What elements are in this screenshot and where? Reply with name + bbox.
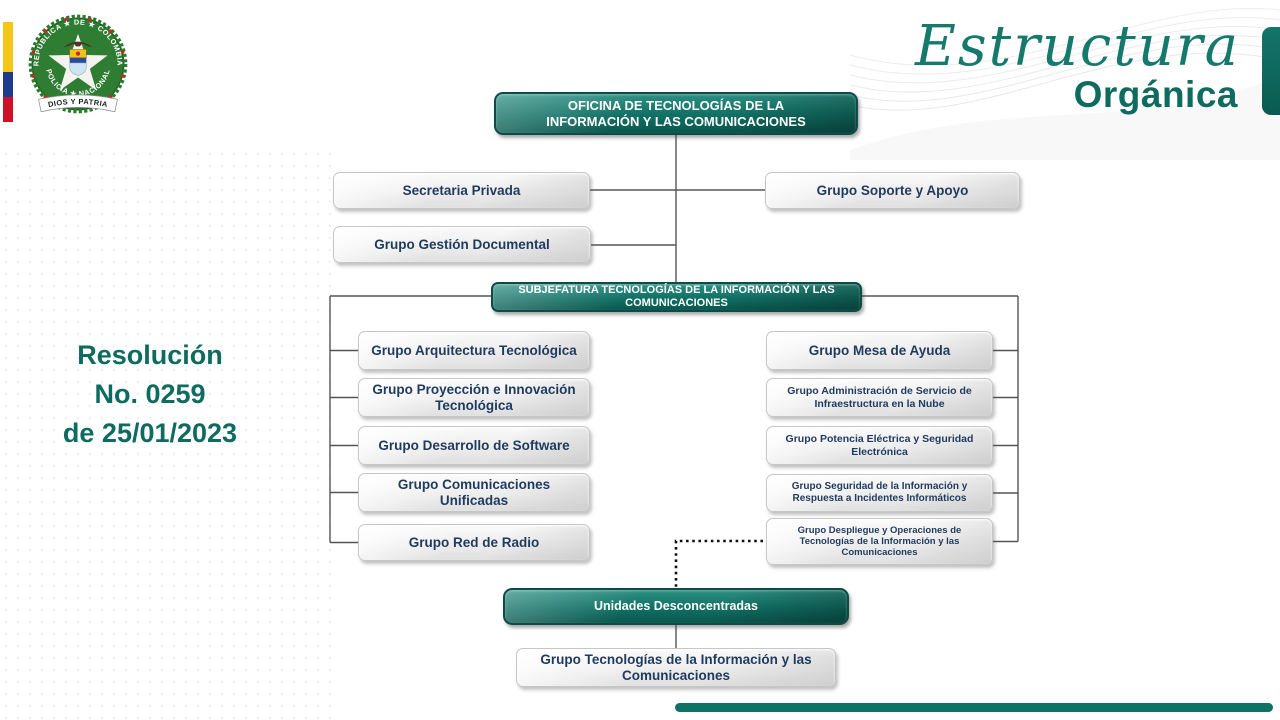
org-node-grupo-seguridad-informacion: Grupo Seguridad de la Información y Resp… (766, 474, 993, 512)
resolution-line1: Resolución (77, 340, 223, 370)
page-title-script: Estructura (914, 14, 1240, 79)
org-node-grupo-desarrollo-software: Grupo Desarrollo de Software (358, 426, 590, 465)
teal-edge-tab-decoration (1262, 27, 1280, 115)
coat-of-arms (63, 41, 93, 76)
org-node-secretaria-privada: Secretaria Privada (333, 172, 590, 209)
wreath-berries (31, 17, 125, 99)
crest-banner-ribbon (38, 94, 118, 113)
page-title-bold: Orgánica (1073, 74, 1238, 115)
dotted-connector (674, 539, 763, 588)
org-node-grupo-mesa-ayuda: Grupo Mesa de Ayuda (766, 331, 993, 370)
crest-banner-text: DIOS Y PATRIA (47, 97, 108, 109)
org-node-subjefatura: SUBJEFATURA TECNOLOGÍAS DE LA INFORMACIÓ… (491, 282, 862, 312)
org-node-grupo-soporte-apoyo: Grupo Soporte y Apoyo (765, 172, 1020, 209)
resolution-line3: de 25/01/2023 (62, 418, 238, 449)
org-node-grupo-red-radio: Grupo Red de Radio (358, 524, 590, 561)
flag-red-band (3, 97, 13, 122)
org-node-grupo-despliegue-operaciones: Grupo Despliegue y Operaciones de Tecnol… (766, 518, 993, 565)
bottom-teal-bar-decoration (675, 703, 1273, 712)
org-node-oficina-root: OFICINA DE TECNOLOGÍAS DE LA INFORMACIÓN… (494, 92, 858, 135)
org-node-grupo-gestion-documental: Grupo Gestión Documental (333, 226, 591, 263)
swirl-lines-decoration (850, 7, 1280, 160)
flag-yellow-band (3, 22, 13, 72)
flag-blue-band (3, 72, 13, 97)
org-node-grupo-tic-desconcentrado: Grupo Tecnologías de la Información y la… (516, 648, 836, 687)
org-node-unidades-desconcentradas: Unidades Desconcentradas (503, 588, 849, 625)
org-node-grupo-potencia-electrica: Grupo Potencia Eléctrica y Seguridad Ele… (766, 426, 993, 465)
org-node-grupo-proyeccion-innovacion: Grupo Proyección e Innovación Tecnológic… (358, 378, 590, 417)
resolution-line2: No. 0259 (94, 379, 206, 410)
org-node-grupo-administracion-nube: Grupo Administración de Servicio de Infr… (766, 378, 993, 417)
org-node-grupo-arquitectura: Grupo Arquitectura Tecnológica (358, 331, 590, 370)
resolution-label: Resolución No. 0259 de 25/01/2023 (38, 336, 262, 453)
dot-pattern-decoration (0, 148, 340, 720)
colombia-flag-stripe (3, 22, 13, 122)
policia-nacional-crest-icon: REPÚBLICA ★ DE ★ COLOMBIA POLICÍA ★ NACI… (28, 14, 128, 114)
org-node-grupo-comunicaciones-unificadas: Grupo Comunicaciones Unificadas (358, 473, 590, 512)
svg-text:DIOS Y PATRIA: DIOS Y PATRIA (47, 97, 109, 109)
